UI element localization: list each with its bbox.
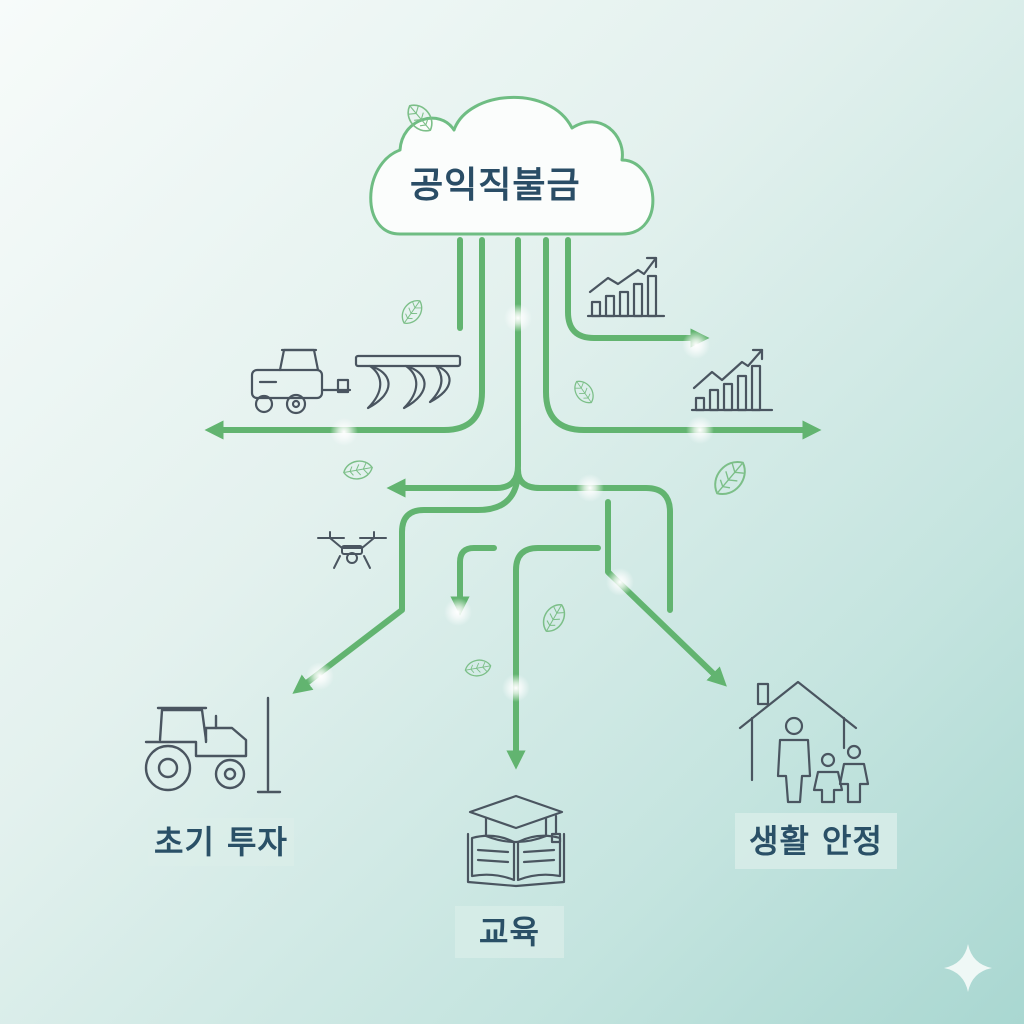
plow-icon — [354, 354, 462, 410]
leaf-icon — [537, 599, 571, 637]
education-book-icon — [466, 794, 566, 888]
flow-trunk — [386, 237, 521, 498]
growth-chart-icon — [586, 256, 666, 318]
leaf-icon — [569, 376, 599, 408]
family-house-icon — [738, 680, 870, 804]
leaf-icon — [396, 295, 428, 329]
flow-to-plow — [204, 237, 485, 440]
flow-to-education — [506, 545, 601, 770]
tractor-trailer-icon — [250, 348, 352, 415]
flow-small-down — [450, 545, 497, 616]
leaf-icon — [706, 453, 754, 503]
flow-to-chart-large — [543, 237, 822, 440]
tractor-icon — [144, 696, 282, 794]
leaf-icon — [463, 657, 493, 679]
flow-lines — [204, 237, 822, 770]
flow-to-livelihood-b — [605, 499, 727, 687]
label-livelihood: 생활 안정 — [735, 813, 897, 869]
sparkle-icon — [944, 944, 992, 992]
flow-to-livelihood-a — [515, 467, 673, 613]
leaf-icon — [341, 458, 375, 482]
label-initial-investment: 초기 투자 — [148, 818, 294, 866]
flow-to-initial-investment — [292, 467, 521, 694]
growth-chart-icon — [690, 348, 774, 412]
flow-to-chart-small — [565, 237, 710, 348]
glow-dots — [306, 304, 714, 702]
drone-icon — [317, 531, 387, 569]
cloud-shape — [369, 96, 655, 236]
label-education: 교육 — [455, 906, 564, 958]
cloud-title: 공익직불금 — [410, 165, 581, 206]
